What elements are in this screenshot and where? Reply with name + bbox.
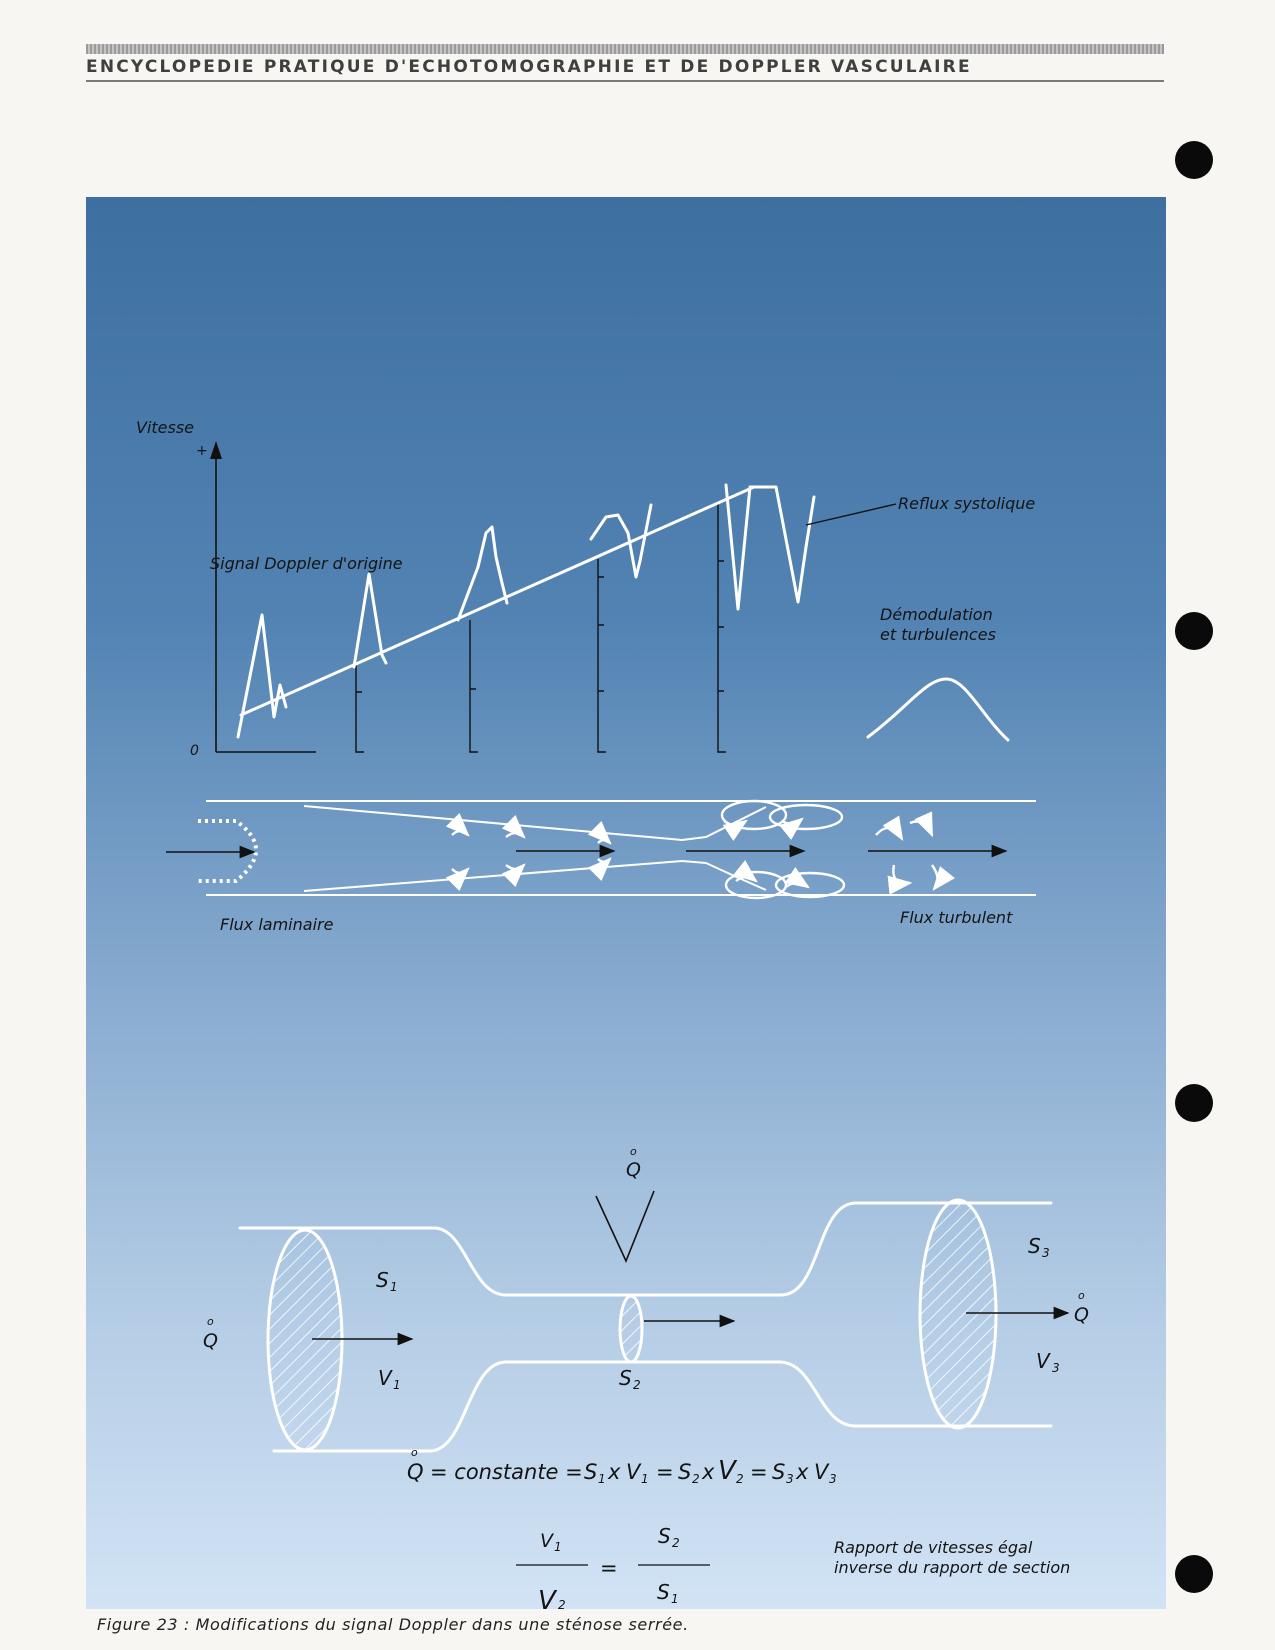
header-decorative-bar (86, 44, 1164, 54)
svg-text:S: S (619, 1366, 632, 1390)
section-s3-ellipse (918, 1198, 998, 1430)
vitesse-label: Vitesse (136, 418, 194, 437)
binder-hole-icon (1175, 1555, 1213, 1593)
svg-text:3: 3 (1042, 1246, 1050, 1260)
svg-text:x: x (701, 1460, 715, 1484)
svg-text:o: o (411, 1446, 418, 1459)
signal-axis-brackets (355, 502, 726, 753)
s1-label: S 1 (376, 1268, 398, 1294)
svg-text:S: S (376, 1268, 389, 1292)
svg-text:1: 1 (671, 1592, 679, 1606)
svg-text:V: V (540, 1530, 555, 1552)
svg-text:Q: Q (1074, 1304, 1089, 1326)
svg-text:2: 2 (558, 1598, 566, 1609)
turbulence-eddies (445, 799, 955, 900)
doppler-signal-wave-3 (456, 525, 509, 622)
svg-text:V: V (1036, 1349, 1051, 1373)
running-header-title: ENCYCLOPEDIE PRATIQUE D'ECHOTOMOGRAPHIE … (86, 57, 972, 77)
ratio-note-line1: Rapport de vitesses égal (834, 1538, 1033, 1557)
svg-text:2: 2 (672, 1536, 680, 1550)
s3-label: S 3 (1028, 1234, 1050, 1260)
q-label-top: o Q (626, 1145, 641, 1181)
svg-text:o: o (1078, 1289, 1085, 1302)
svg-text:1: 1 (390, 1280, 398, 1294)
doppler-signal-wave-5 (724, 483, 816, 611)
reflux-leader-line (805, 503, 897, 526)
binder-hole-icon (1175, 1084, 1213, 1122)
flow-tube (206, 800, 1036, 896)
figure-panel: Vitesse + 0 Reflux systolique Signal Dop… (86, 197, 1166, 1609)
section-s1-ellipse (266, 1228, 344, 1452)
flux-turbulent-label: Flux turbulent (900, 908, 1013, 927)
header-rule (86, 80, 1164, 82)
q-label-left: o Q (203, 1315, 218, 1352)
v3-label: V 3 (1036, 1349, 1060, 1375)
svg-text:S: S (584, 1460, 597, 1484)
svg-text:=: = (600, 1556, 618, 1580)
svg-text:2: 2 (692, 1472, 700, 1486)
svg-text:1: 1 (393, 1378, 401, 1392)
svg-text:V: V (626, 1460, 642, 1484)
svg-text:=: = (656, 1460, 674, 1484)
svg-text:V: V (538, 1586, 558, 1609)
demodulation-curve (866, 677, 1010, 742)
stenosis-diagram: Vitesse + 0 Reflux systolique Signal Dop… (136, 418, 1089, 1609)
turbulences-label: et turbulences (880, 625, 996, 644)
svg-text:2: 2 (736, 1472, 744, 1486)
svg-text:S: S (772, 1460, 785, 1484)
binder-hole-icon (1175, 141, 1213, 179)
q-label-right: o Q (1074, 1289, 1089, 1326)
svg-text:Q: Q (203, 1330, 218, 1352)
v1-label: V 1 (378, 1366, 401, 1392)
svg-text:V: V (814, 1460, 830, 1484)
svg-text:x: x (795, 1460, 809, 1484)
s2-label: S 2 (619, 1366, 641, 1392)
svg-text:1: 1 (554, 1540, 562, 1554)
demodulation-label: Démodulation (880, 605, 993, 624)
velocity-axis (210, 441, 316, 753)
reflux-systolique-label: Reflux systolique (898, 494, 1035, 513)
svg-text:3: 3 (829, 1472, 837, 1486)
section-s2-ellipse (618, 1294, 644, 1364)
svg-text:V: V (378, 1366, 393, 1390)
zero-label: 0 (190, 743, 199, 759)
svg-text:= constante =: = constante = (430, 1460, 583, 1484)
svg-text:V: V (718, 1456, 738, 1486)
doppler-signal-wave-2 (352, 572, 388, 669)
svg-text:S: S (657, 1580, 670, 1604)
figure-caption: Figure 23 : Modifications du signal Dopp… (97, 1615, 689, 1634)
signal-doppler-label: Signal Doppler d'origine (210, 554, 403, 573)
svg-text:Q: Q (407, 1460, 424, 1484)
binder-hole-icon (1175, 612, 1213, 650)
svg-text:S: S (1028, 1234, 1041, 1258)
signal-baseline (239, 485, 756, 717)
svg-text:1: 1 (598, 1472, 606, 1486)
svg-text:1: 1 (641, 1472, 649, 1486)
svg-text:2: 2 (633, 1378, 641, 1392)
flux-laminaire-label: Flux laminaire (220, 915, 334, 934)
svg-text:3: 3 (1052, 1361, 1060, 1375)
svg-text:=: = (750, 1460, 768, 1484)
ratio-note-line2: inverse du rapport de section (834, 1558, 1070, 1577)
svg-text:3: 3 (786, 1472, 794, 1486)
plus-label: + (196, 443, 208, 459)
doppler-signal-wave-1 (236, 613, 288, 739)
doppler-signal-wave-4 (589, 503, 653, 579)
velocity-section-ratio: V 1 V 2 = S 2 S 1 (516, 1524, 710, 1609)
svg-text:S: S (658, 1524, 671, 1548)
svg-text:Q: Q (626, 1159, 641, 1181)
laminar-profile (198, 819, 258, 883)
svg-text:o: o (207, 1315, 214, 1328)
svg-text:x: x (607, 1460, 621, 1484)
probe-v-icon (595, 1190, 655, 1264)
continuity-tube (238, 1201, 1053, 1453)
svg-text:o: o (630, 1145, 637, 1158)
continuity-equation: o Q = constante = S 1 x V 1 = S 2 x V 2 … (407, 1446, 837, 1486)
svg-text:S: S (678, 1460, 691, 1484)
